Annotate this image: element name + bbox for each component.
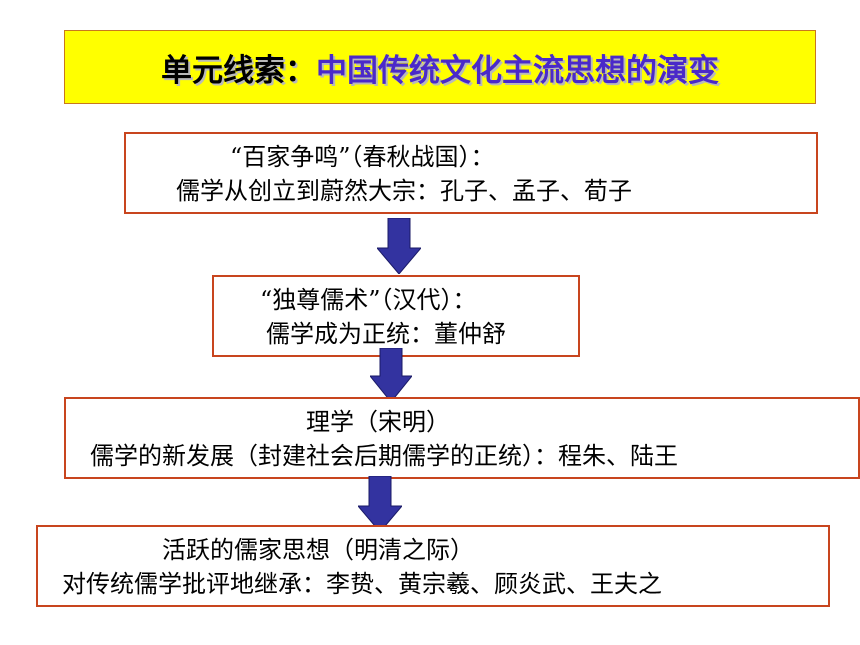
stage-detail: 对传统儒学批评地继承：李贽、黄宗羲、顾炎武、王夫之	[62, 570, 662, 598]
down-arrow-icon	[358, 476, 402, 532]
title-main: 中国传统文化主流思想的演变	[316, 52, 719, 89]
stage-detail: 儒学成为正统：董仲舒	[266, 320, 506, 348]
stage-heading: 理学（宋明）	[306, 408, 450, 436]
stage-box-neo-confucianism: 理学（宋明） 儒学的新发展（封建社会后期儒学的正统）：程朱、陆王	[64, 397, 860, 479]
stage-heading: “百家争鸣”（春秋战国）：	[230, 143, 495, 171]
title-banner: 单元线索：中国传统文化主流思想的演变	[64, 30, 816, 104]
down-arrow-icon	[377, 218, 421, 274]
stage-box-ming-qing-thought: 活跃的儒家思想（明清之际） 对传统儒学批评地继承：李贽、黄宗羲、顾炎武、王夫之	[36, 525, 830, 607]
stage-box-confucian-orthodoxy: “独尊儒术”（汉代）： 儒学成为正统：董仲舒	[212, 275, 580, 357]
stage-box-hundred-schools: “百家争鸣”（春秋战国）： 儒学从创立到蔚然大宗：孔子、孟子、荀子	[124, 132, 818, 214]
stage-detail: 儒学的新发展（封建社会后期儒学的正统）：程朱、陆王	[90, 442, 678, 470]
stage-heading: 活跃的儒家思想（明清之际）	[162, 536, 474, 564]
title-prefix: 单元线索：	[161, 52, 316, 89]
stage-heading: “独尊儒术”（汉代）：	[260, 286, 477, 314]
down-arrow-icon	[370, 348, 412, 402]
stage-detail: 儒学从创立到蔚然大宗：孔子、孟子、荀子	[176, 177, 632, 205]
